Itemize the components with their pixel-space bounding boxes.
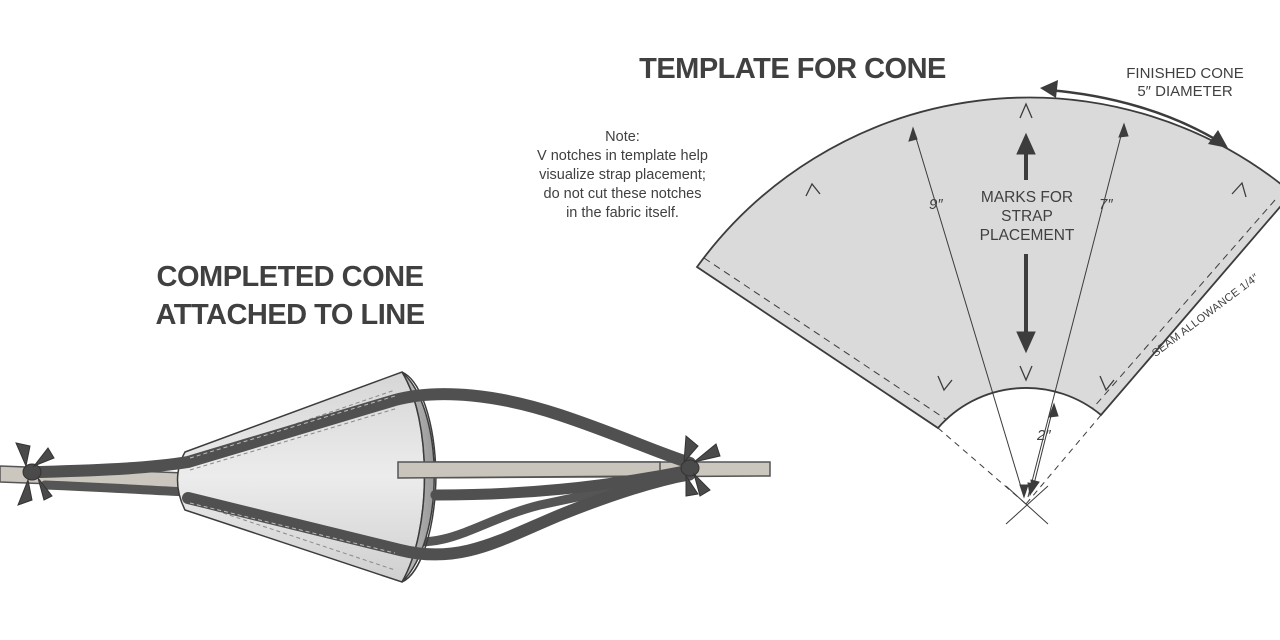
right-tie-knot [680, 434, 721, 497]
completed-cone-title-line1: COMPLETED CONE [156, 261, 424, 293]
radius-dimension-lines [908, 122, 1129, 499]
v-notch-marks [805, 102, 1247, 392]
tow-line-inside [397, 461, 661, 479]
top-strap-stitch [189, 395, 396, 459]
finished-cone-arrowhead-right [1208, 130, 1228, 148]
completed-cone-illustration [0, 371, 771, 583]
construction-lines [937, 414, 1102, 505]
template-title: TEMPLATE FOR CONE [639, 53, 946, 85]
mark-radius-label: 7″ [1099, 196, 1113, 213]
template-note: Note: V notches in template help visuali… [515, 128, 730, 223]
strap-marks-label-line3: PLACEMENT [979, 227, 1075, 244]
finished-cone-label-line1: FINISHED CONE [1126, 65, 1244, 82]
strap-marks-label: MARKS FOR STRAP PLACEMENT [968, 188, 1086, 245]
seam-allowance-line-left [703, 257, 948, 421]
top-strap [34, 388, 696, 478]
strap-placement-arrow [1016, 132, 1036, 354]
cone-template [695, 80, 1280, 525]
template-shape [695, 96, 1280, 430]
note-line: do not cut these notches [543, 186, 702, 202]
finished-cone-arrow-line [1047, 88, 1221, 144]
bottom-strap-front [182, 468, 696, 561]
bottom-strap-stitch [189, 502, 396, 554]
note-line: V notches in template help [537, 148, 708, 164]
outer-radius-label: 9″ [929, 196, 943, 213]
center-mark [1005, 485, 1049, 525]
seam-allowance-line-right [1092, 199, 1276, 409]
finished-cone-label: FINISHED CONE 5″ DIAMETER [1110, 65, 1260, 101]
strap-marks-label-line1: MARKS FOR [980, 189, 1074, 206]
note-heading: Note: [605, 129, 640, 145]
left-tie-knot [15, 442, 55, 506]
strap-marks-label-line2: STRAP [1001, 208, 1053, 225]
inner-radius-label: 2″ [1037, 427, 1051, 444]
completed-cone-title: COMPLETED CONE ATTACHED TO LINE [130, 258, 450, 334]
note-line: in the fabric itself. [566, 205, 679, 221]
note-line: visualize strap placement; [539, 167, 706, 183]
finished-cone-label-line2: 5″ DIAMETER [1137, 83, 1233, 100]
middle-strap [430, 464, 696, 501]
completed-cone-title-line2: ATTACHED TO LINE [155, 299, 425, 331]
finished-cone-arrowhead-left [1040, 80, 1058, 98]
